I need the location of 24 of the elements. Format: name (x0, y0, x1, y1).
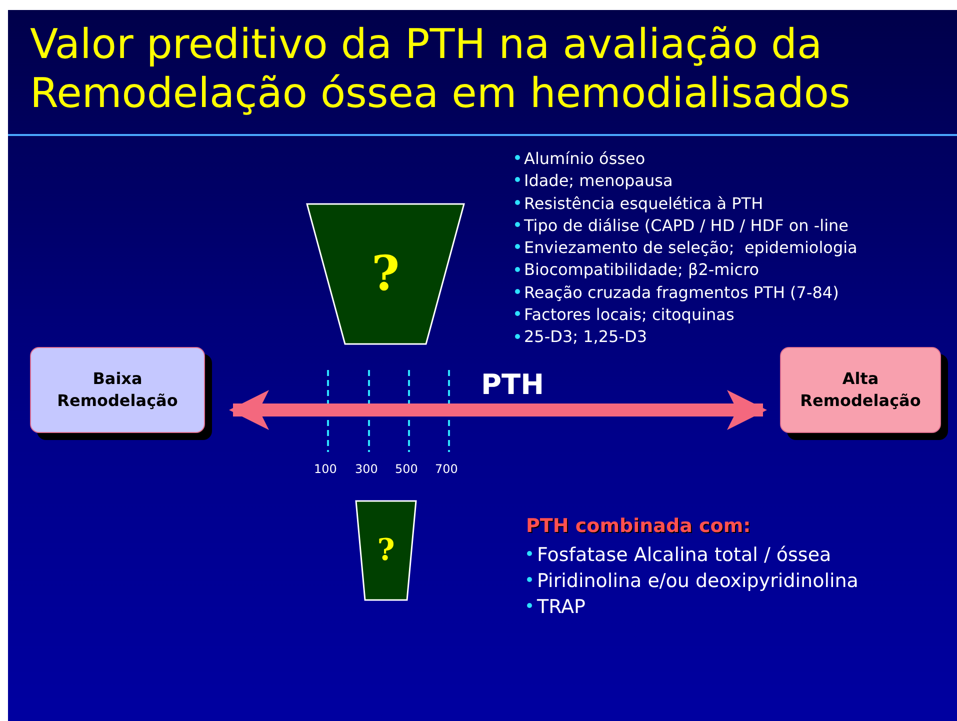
slide-title: Valor preditivo da PTH na avaliação da Remodelação óssea em hemodialisados (30, 20, 852, 118)
funnel-shape (355, 500, 417, 601)
list-item: 25-D3; 1,25-D3 (514, 326, 858, 349)
list-item: TRAP (526, 594, 858, 620)
tick-value: 500 (395, 462, 418, 476)
edge-label: PTH (480, 368, 546, 401)
list-item: Biocompatibilidade; β2-micro (514, 259, 858, 282)
tick-value: 300 (355, 462, 378, 476)
list-item: Tipo de diálise (CAPD / HD / HDF on -line (514, 214, 858, 238)
double-arrow (229, 390, 767, 430)
list-item: Alumínio ósseo (514, 148, 858, 170)
funnel-shape (306, 203, 465, 345)
list-item: Resistência esquelética à PTH (514, 192, 858, 215)
question-mark: ? (371, 246, 400, 302)
list-item: Reação cruzada fragmentos PTH (7-84) (514, 282, 858, 304)
list-item: Fosfatase Alcalina total / óssea (526, 542, 858, 568)
question-mark: ? (377, 533, 395, 568)
list-heading: PTH combinada com: (526, 515, 751, 537)
tick-value: 100 (314, 462, 337, 476)
tick-value: 700 (435, 462, 458, 476)
list-item: Idade; menopausa (514, 170, 858, 193)
list-item: Enviezamento de seleção; epidemiologia (514, 237, 858, 260)
list-item: Piridinolina e/ou deoxipyridinolina (526, 568, 858, 594)
list-item: Factores locais; citoquinas (514, 304, 858, 326)
